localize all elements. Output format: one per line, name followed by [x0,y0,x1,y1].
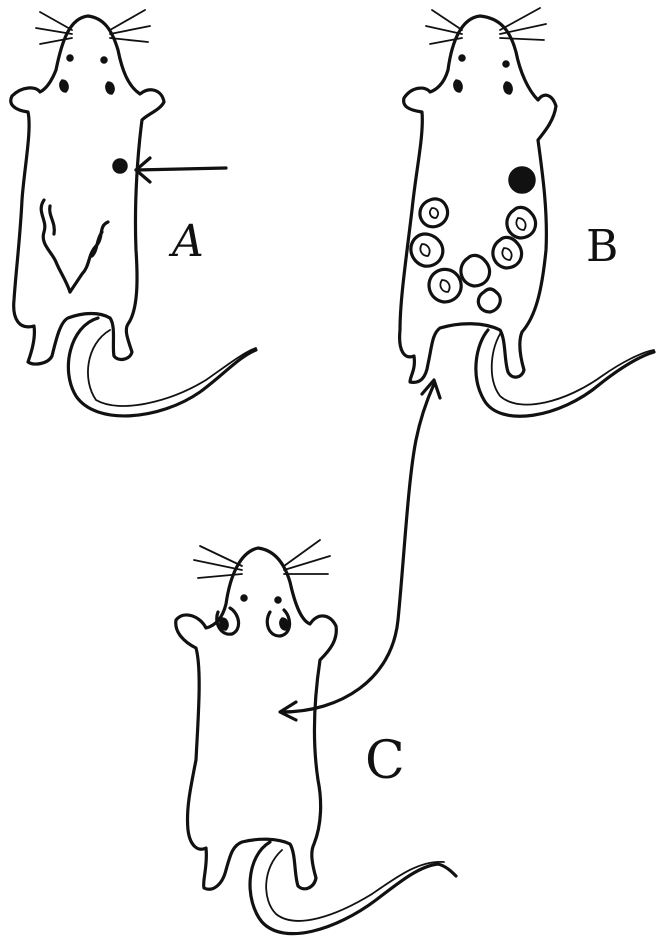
mouse-c-body [176,548,337,889]
mouse-a-tumour-dot [113,159,127,173]
panel-label-a: A [172,220,204,264]
mouse-c [176,540,456,934]
panel-label-c: C [365,735,405,787]
mouse-a-arrow [136,158,226,182]
mouse-a-body [11,16,164,364]
mouse-b-body [400,16,556,382]
mouse-b-eye-left [454,80,462,92]
panel-label-b: B [586,225,618,269]
mouse-c-whiskers [194,540,330,578]
mouse-b-eye-right [504,82,512,94]
mouse-b [400,8,654,416]
mouse-b-tumour [509,167,535,193]
mouse-c-eye-right [280,618,288,630]
mouse-a-whiskers [36,10,150,44]
mouse-b-lymph-nodes [411,199,536,312]
mouse-c-tail [250,842,456,934]
transfer-arrow [280,380,440,720]
mouse-a [11,10,256,416]
mouse-a-eye-left [60,80,68,92]
mouse-b-whiskers [426,8,546,44]
mouse-a-lymph-left [41,200,70,292]
mouse-a-eye-right [106,82,114,94]
